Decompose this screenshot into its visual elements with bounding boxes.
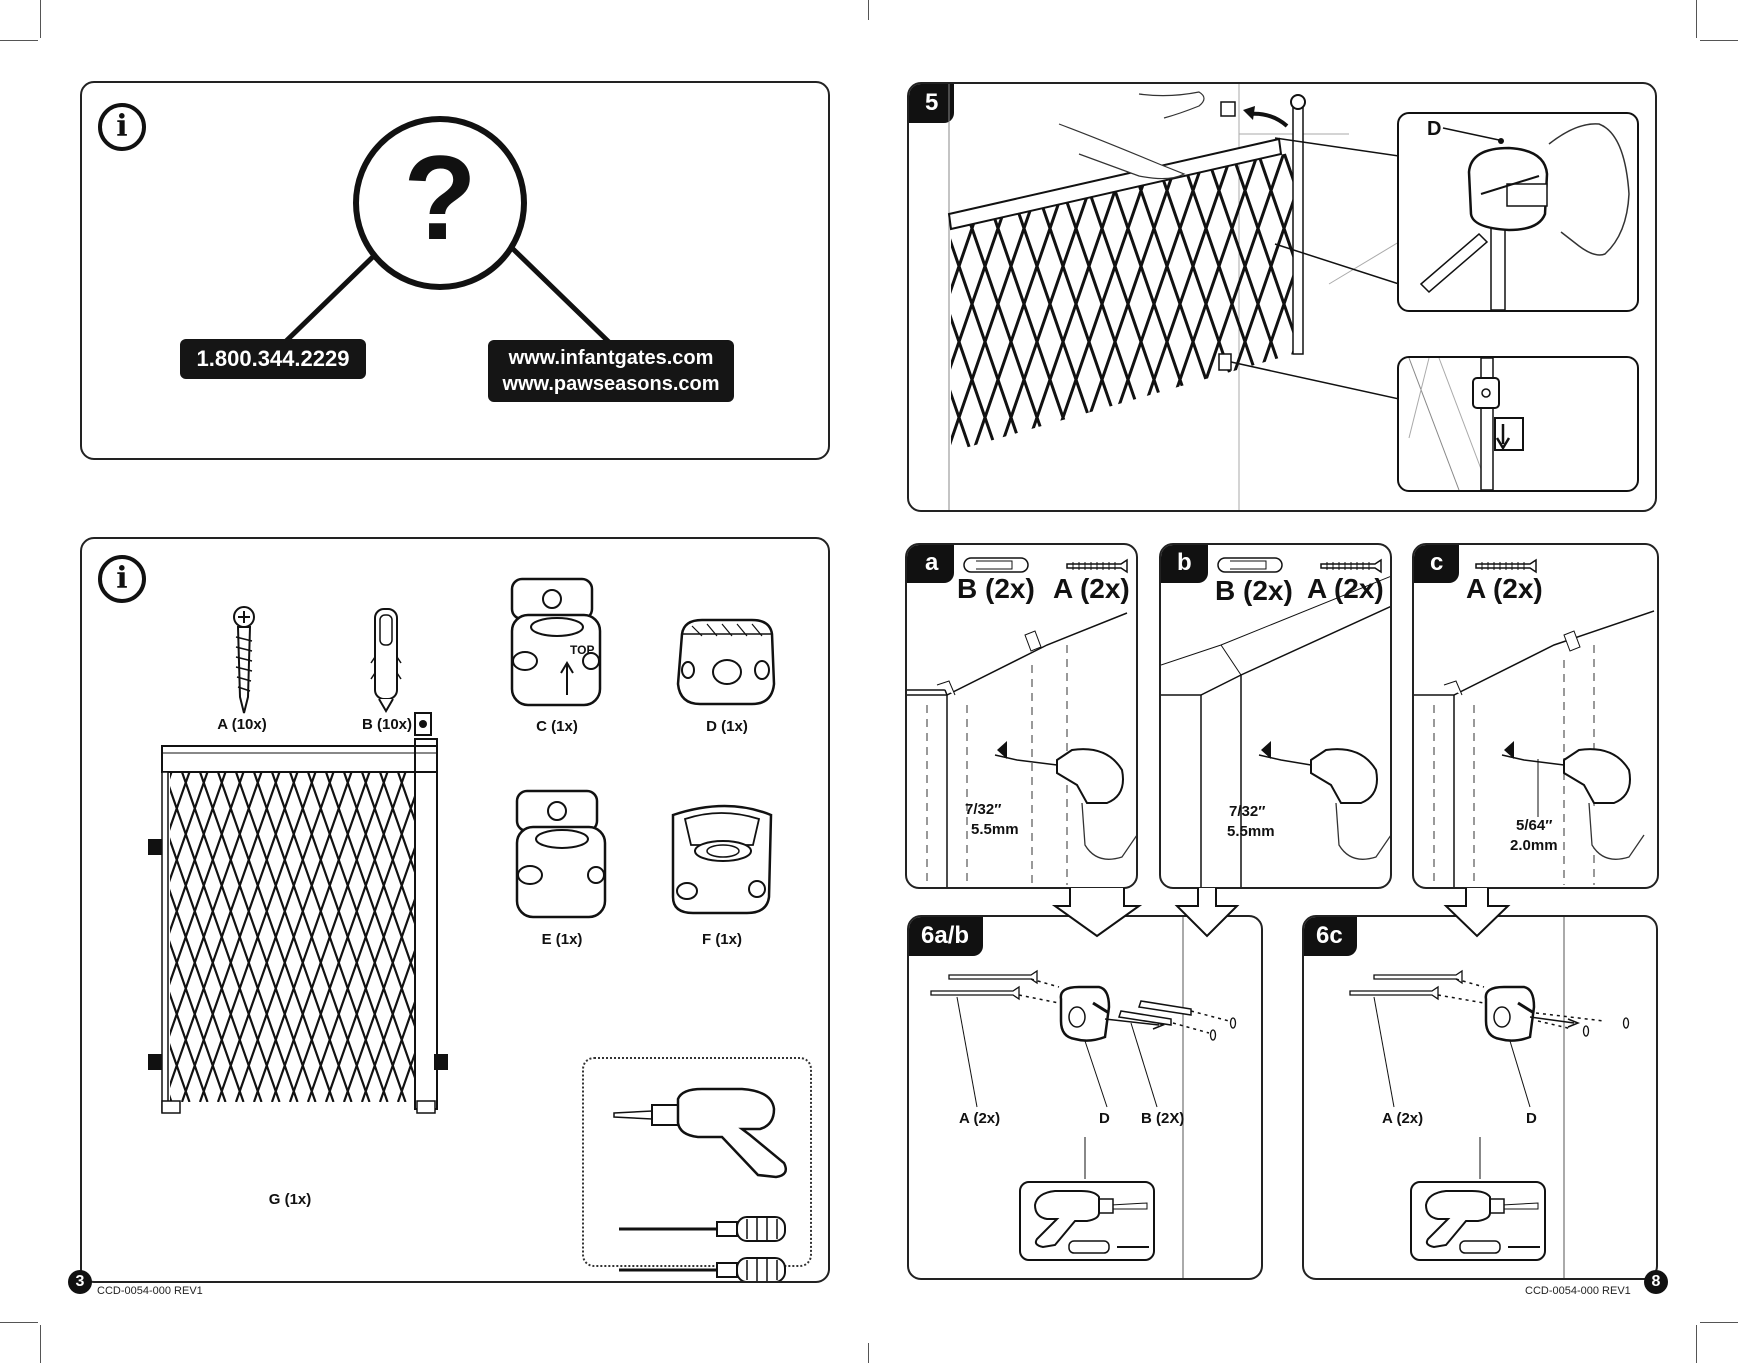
drill-icon — [613, 1087, 787, 1179]
phone-number: 1.800.344.2229 — [180, 339, 366, 379]
crop-mark — [40, 0, 41, 38]
part-b-qty: B (2x) — [957, 573, 1035, 604]
gate-installation-illustration — [947, 84, 1430, 510]
document-code-left: CCD-0054-000 REV1 — [97, 1285, 203, 1297]
mount-assembly-illustration — [930, 917, 1237, 1278]
tools-box — [582, 1057, 812, 1267]
part-g-label: G (1x) — [268, 1191, 312, 1208]
crop-mark — [1696, 1325, 1697, 1363]
cap-install-detail — [1419, 123, 1630, 310]
part-d-callout: D — [1526, 1110, 1537, 1127]
help-panel: i ? 1.800.344.2229 www.infantgates.com w… — [80, 81, 830, 460]
part-d-label: D (1x) — [706, 718, 748, 735]
drill-size-inch: 5/64″ — [1516, 817, 1553, 834]
detail-cap-inset: D — [1397, 112, 1639, 312]
parts-panel: i A (10x) B (10x) TOP C (1x) D (1x) — [80, 537, 830, 1283]
bracket-e-icon — [515, 789, 607, 919]
callout-d-label: D — [1427, 118, 1442, 140]
anchor-b-icon — [1217, 557, 1283, 573]
crop-mark — [0, 40, 38, 41]
detail-latch-inset — [1397, 356, 1639, 492]
part-f-label: F (1x) — [701, 931, 742, 948]
crop-mark — [1696, 0, 1697, 38]
cap-d-icon — [676, 618, 776, 706]
crop-mark — [1700, 40, 1738, 41]
website-infantgates: www.infantgates.com — [508, 347, 714, 369]
step-6c-tag: 6c — [1304, 917, 1357, 956]
tools-inset — [1410, 1181, 1546, 1261]
crop-mark — [0, 1322, 38, 1323]
part-a-qty: A (2x) — [1307, 573, 1384, 604]
crop-mark — [40, 1325, 41, 1363]
step-a-panel: a B (2x) A (2x) 7/32″ 5.5mm — [905, 543, 1138, 889]
question-mark-icon: ? — [403, 131, 477, 265]
step-6c-panel: 6c A (2x) D — [1302, 915, 1658, 1280]
step-a-tag: a — [907, 545, 955, 583]
step-b-panel: b B (2x) A (2x) 7/32″ 5.5mm — [1159, 543, 1392, 889]
info-icon: i — [98, 555, 146, 603]
document-code-right: CCD-0054-000 REV1 — [1525, 1285, 1631, 1297]
part-a-label: A (10x) — [217, 716, 267, 733]
part-d-callout: D — [1099, 1110, 1110, 1127]
anchor-b-icon — [963, 557, 1029, 573]
screw-a-icon — [1320, 558, 1382, 574]
anchor-b-icon — [370, 608, 402, 713]
crop-mark — [1700, 1322, 1738, 1323]
screw-a-icon — [233, 606, 255, 714]
step-5-number: 5 — [909, 84, 955, 123]
part-c-label: C (1x) — [536, 718, 578, 735]
part-a-callout: A (2x) — [959, 1110, 1001, 1127]
part-e-label: E (1x) — [541, 931, 583, 948]
step-b-tag: b — [1161, 545, 1208, 583]
drill-size-inch: 7/32″ — [965, 801, 1002, 818]
corner-drill-illustration — [1161, 576, 1390, 887]
bracket-f-icon — [671, 804, 773, 915]
part-b-callout: B (2X) — [1141, 1110, 1185, 1127]
wall-drill-illustration — [907, 612, 1136, 887]
drill-size-mm: 2.0mm — [1510, 837, 1558, 854]
drill-and-screwdriver-icon — [1424, 1190, 1540, 1254]
drill-size-mm: 5.5mm — [971, 821, 1019, 838]
bracket-c-icon — [510, 577, 602, 707]
crop-mark — [868, 1343, 869, 1363]
website-pawseasons: www.pawseasons.com — [502, 373, 720, 395]
screw-a-icon — [1475, 558, 1537, 574]
part-b-label: B (10x) — [361, 716, 413, 733]
step-c-tag: c — [1414, 545, 1460, 583]
mount-assembly-illustration — [1349, 917, 1630, 1278]
screw-a-icon — [1066, 558, 1128, 574]
flathead-screwdriver-icon — [619, 1216, 786, 1242]
step-5-panel: 5 D — [907, 82, 1657, 512]
drill-size-inch: 7/32″ — [1229, 803, 1266, 820]
step-6ab-tag: 6a/b — [909, 917, 984, 956]
question-diagram — [280, 116, 614, 347]
part-a-callout: A (2x) — [1382, 1110, 1424, 1127]
crop-mark — [868, 0, 869, 20]
part-a-qty: A (2x) — [1053, 573, 1130, 604]
tools-inset — [1019, 1181, 1155, 1261]
gate-g-illustration — [148, 712, 448, 1114]
wall-drill-illustration — [1414, 610, 1655, 887]
part-a-qty: A (2x) — [1466, 573, 1543, 604]
part-b-qty: B (2x) — [1215, 575, 1293, 606]
step-6ab-panel: 6a/b A (2x) D B (2X) — [907, 915, 1263, 1280]
websites-box: www.infantgates.com www.pawseasons.com — [488, 340, 734, 402]
page-number-right: 8 — [1644, 1270, 1668, 1294]
top-marking: TOP — [570, 643, 595, 657]
info-icon: i — [98, 103, 146, 151]
drill-and-screwdriver-icon — [1033, 1190, 1149, 1254]
step-c-panel: c A (2x) 5/64″ 2.0mm — [1412, 543, 1659, 889]
phillips-screwdriver-icon — [619, 1257, 786, 1281]
drill-size-mm: 5.5mm — [1227, 823, 1275, 840]
latch-detail — [1408, 358, 1524, 490]
page-number-left: 3 — [68, 1270, 92, 1294]
